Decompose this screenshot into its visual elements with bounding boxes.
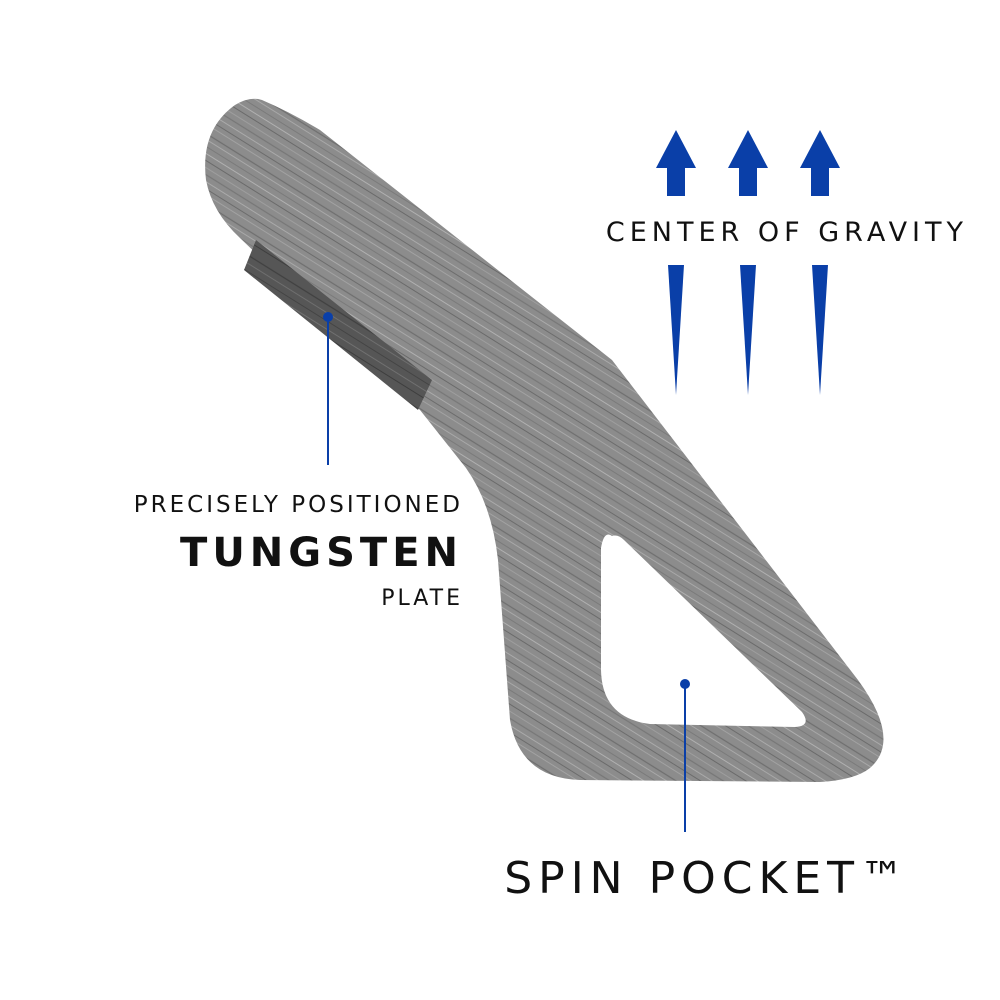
tungsten-label-line3: PLATE <box>381 586 463 611</box>
spin-pocket-label: SPIN POCKET™ <box>504 853 910 904</box>
arrow-up-icon <box>728 130 768 395</box>
arrow-up-icon <box>656 130 696 395</box>
club-body <box>205 98 884 783</box>
tungsten-label-line1: PRECISELY POSITIONED <box>134 492 463 518</box>
center-of-gravity-label: CENTER OF GRAVITY <box>606 217 968 248</box>
arrow-up-icon <box>800 130 840 395</box>
tungsten-plate <box>244 240 432 410</box>
tungsten-label-line2: TUNGSTEN <box>180 530 463 576</box>
